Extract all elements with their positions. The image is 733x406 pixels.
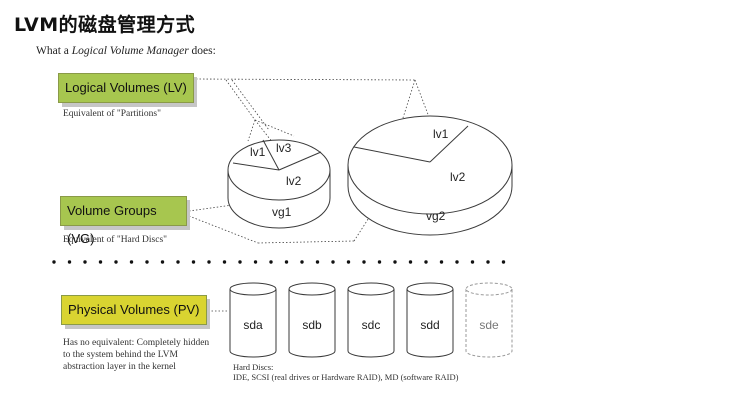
disk-label: sdb — [302, 318, 322, 332]
page-title: LVM的磁盘管理方式 — [14, 14, 196, 36]
vg1-divider-1 — [262, 139, 280, 171]
separator-dot — [470, 260, 475, 264]
vg2-label: vg2 — [426, 209, 446, 223]
connector-lv-right — [195, 78, 416, 81]
connector-lv-diag-right — [231, 79, 270, 131]
separator-dots — [52, 260, 506, 264]
pv-note-line-2: to the system behind the LVM — [63, 350, 178, 360]
separator-dot — [346, 260, 351, 264]
vg2-lv2-label: lv2 — [450, 170, 466, 184]
connector-vg1-c — [254, 119, 274, 144]
hard-discs-note-line-1: Hard Discs: — [233, 362, 274, 372]
disk-side — [288, 289, 336, 358]
vg2-top — [347, 115, 513, 215]
disk-side — [347, 289, 395, 358]
subtitle-prefix: What a — [36, 45, 72, 57]
separator-dot — [501, 260, 506, 264]
disk-top — [288, 282, 336, 296]
vg1-lv1-label: lv1 — [250, 145, 266, 159]
pv-note-line-3: abstraction layer in the kernel — [63, 362, 176, 372]
vg1-lv3-label: lv3 — [276, 141, 292, 155]
separator-dot — [207, 260, 211, 264]
separator-dot — [424, 260, 428, 264]
vg2-divider-1 — [353, 146, 431, 163]
vg2-divider-2 — [429, 125, 469, 163]
subtitle: What a Logical Volume Manager does: — [36, 45, 216, 57]
pv-note-line-1: Has no equivalent: Completely hidden — [63, 338, 210, 348]
disk-top — [229, 282, 277, 296]
vg2-lv1-label: lv1 — [433, 127, 449, 141]
separator-dot — [362, 260, 366, 264]
disk-side — [406, 289, 454, 358]
separator-dot — [269, 260, 273, 264]
disk-sdb: sdb — [288, 282, 336, 358]
separator-dot — [315, 260, 320, 264]
lv-label-box: Logical Volumes (LV) — [58, 73, 194, 103]
vg-label-box: Volume Groups (VG) — [60, 196, 187, 246]
hard-discs-note-line-2: IDE, SCSI (real drives or Hardware RAID)… — [233, 372, 459, 382]
disk-group: sda sdb sdc sdd sde — [229, 282, 513, 358]
disk-top — [406, 282, 454, 296]
connector-vg2-b — [414, 79, 433, 126]
separator-dot — [455, 260, 459, 264]
vg1-lv2-label: lv2 — [286, 174, 302, 188]
separator-dot — [331, 260, 335, 264]
connector-vg1-a — [247, 119, 256, 142]
vg-note: Equivalent of "Hard Discs" — [63, 235, 168, 245]
separator-dot — [83, 260, 87, 264]
separator-dot — [52, 260, 56, 264]
disk-label: sdd — [420, 318, 439, 332]
subtitle-suffix: does: — [188, 45, 216, 57]
vg1-cylinder — [227, 139, 331, 229]
separator-dot — [300, 260, 304, 264]
separator-dot — [393, 260, 397, 264]
vg1-divider-3 — [278, 151, 322, 171]
separator-dot — [129, 260, 134, 264]
disk-label: sde — [479, 318, 499, 332]
vg1-divider-2 — [232, 162, 280, 171]
separator-dot — [222, 260, 227, 264]
disk-sdc: sdc — [347, 282, 395, 358]
separator-dot — [98, 260, 103, 264]
separator-dot — [486, 260, 490, 264]
separator-dot — [191, 260, 196, 264]
vg1-label: vg1 — [272, 205, 292, 219]
hard-discs-note: Hard Discs: IDE, SCSI (real drives or Ha… — [233, 362, 458, 382]
pv-label-box: Physical Volumes (PV) — [61, 295, 207, 325]
separator-dot — [377, 260, 382, 264]
separator-dot — [238, 260, 242, 264]
disk-sde: sde — [465, 282, 513, 358]
separator-dot — [253, 260, 258, 264]
separator-dot — [160, 260, 165, 264]
disk-top — [347, 282, 395, 296]
connector-vg-curve-b — [257, 240, 355, 244]
separator-dot — [408, 260, 413, 264]
connector-vg1-b — [254, 119, 295, 137]
disk-side — [229, 289, 277, 358]
disk-sdd: sdd — [406, 282, 454, 358]
separator-dot — [176, 260, 180, 264]
lv-note: Equivalent of "Partitions" — [63, 109, 161, 119]
separator-dot — [284, 260, 289, 264]
separator-dot — [145, 260, 149, 264]
subtitle-emphasis: Logical Volume Manager — [71, 45, 189, 57]
disk-label: sda — [243, 318, 263, 332]
separator-dot — [67, 260, 72, 264]
disk-side — [465, 289, 513, 358]
pv-note: Has no equivalent: Completely hidden to … — [63, 337, 209, 373]
disk-top — [465, 282, 513, 296]
disk-label: sdc — [362, 318, 381, 332]
disk-sda: sda — [229, 282, 277, 358]
separator-dot — [114, 260, 118, 264]
connector-lv-diag-left — [225, 79, 256, 121]
vg2-cylinder — [347, 115, 513, 236]
separator-dot — [439, 260, 444, 264]
